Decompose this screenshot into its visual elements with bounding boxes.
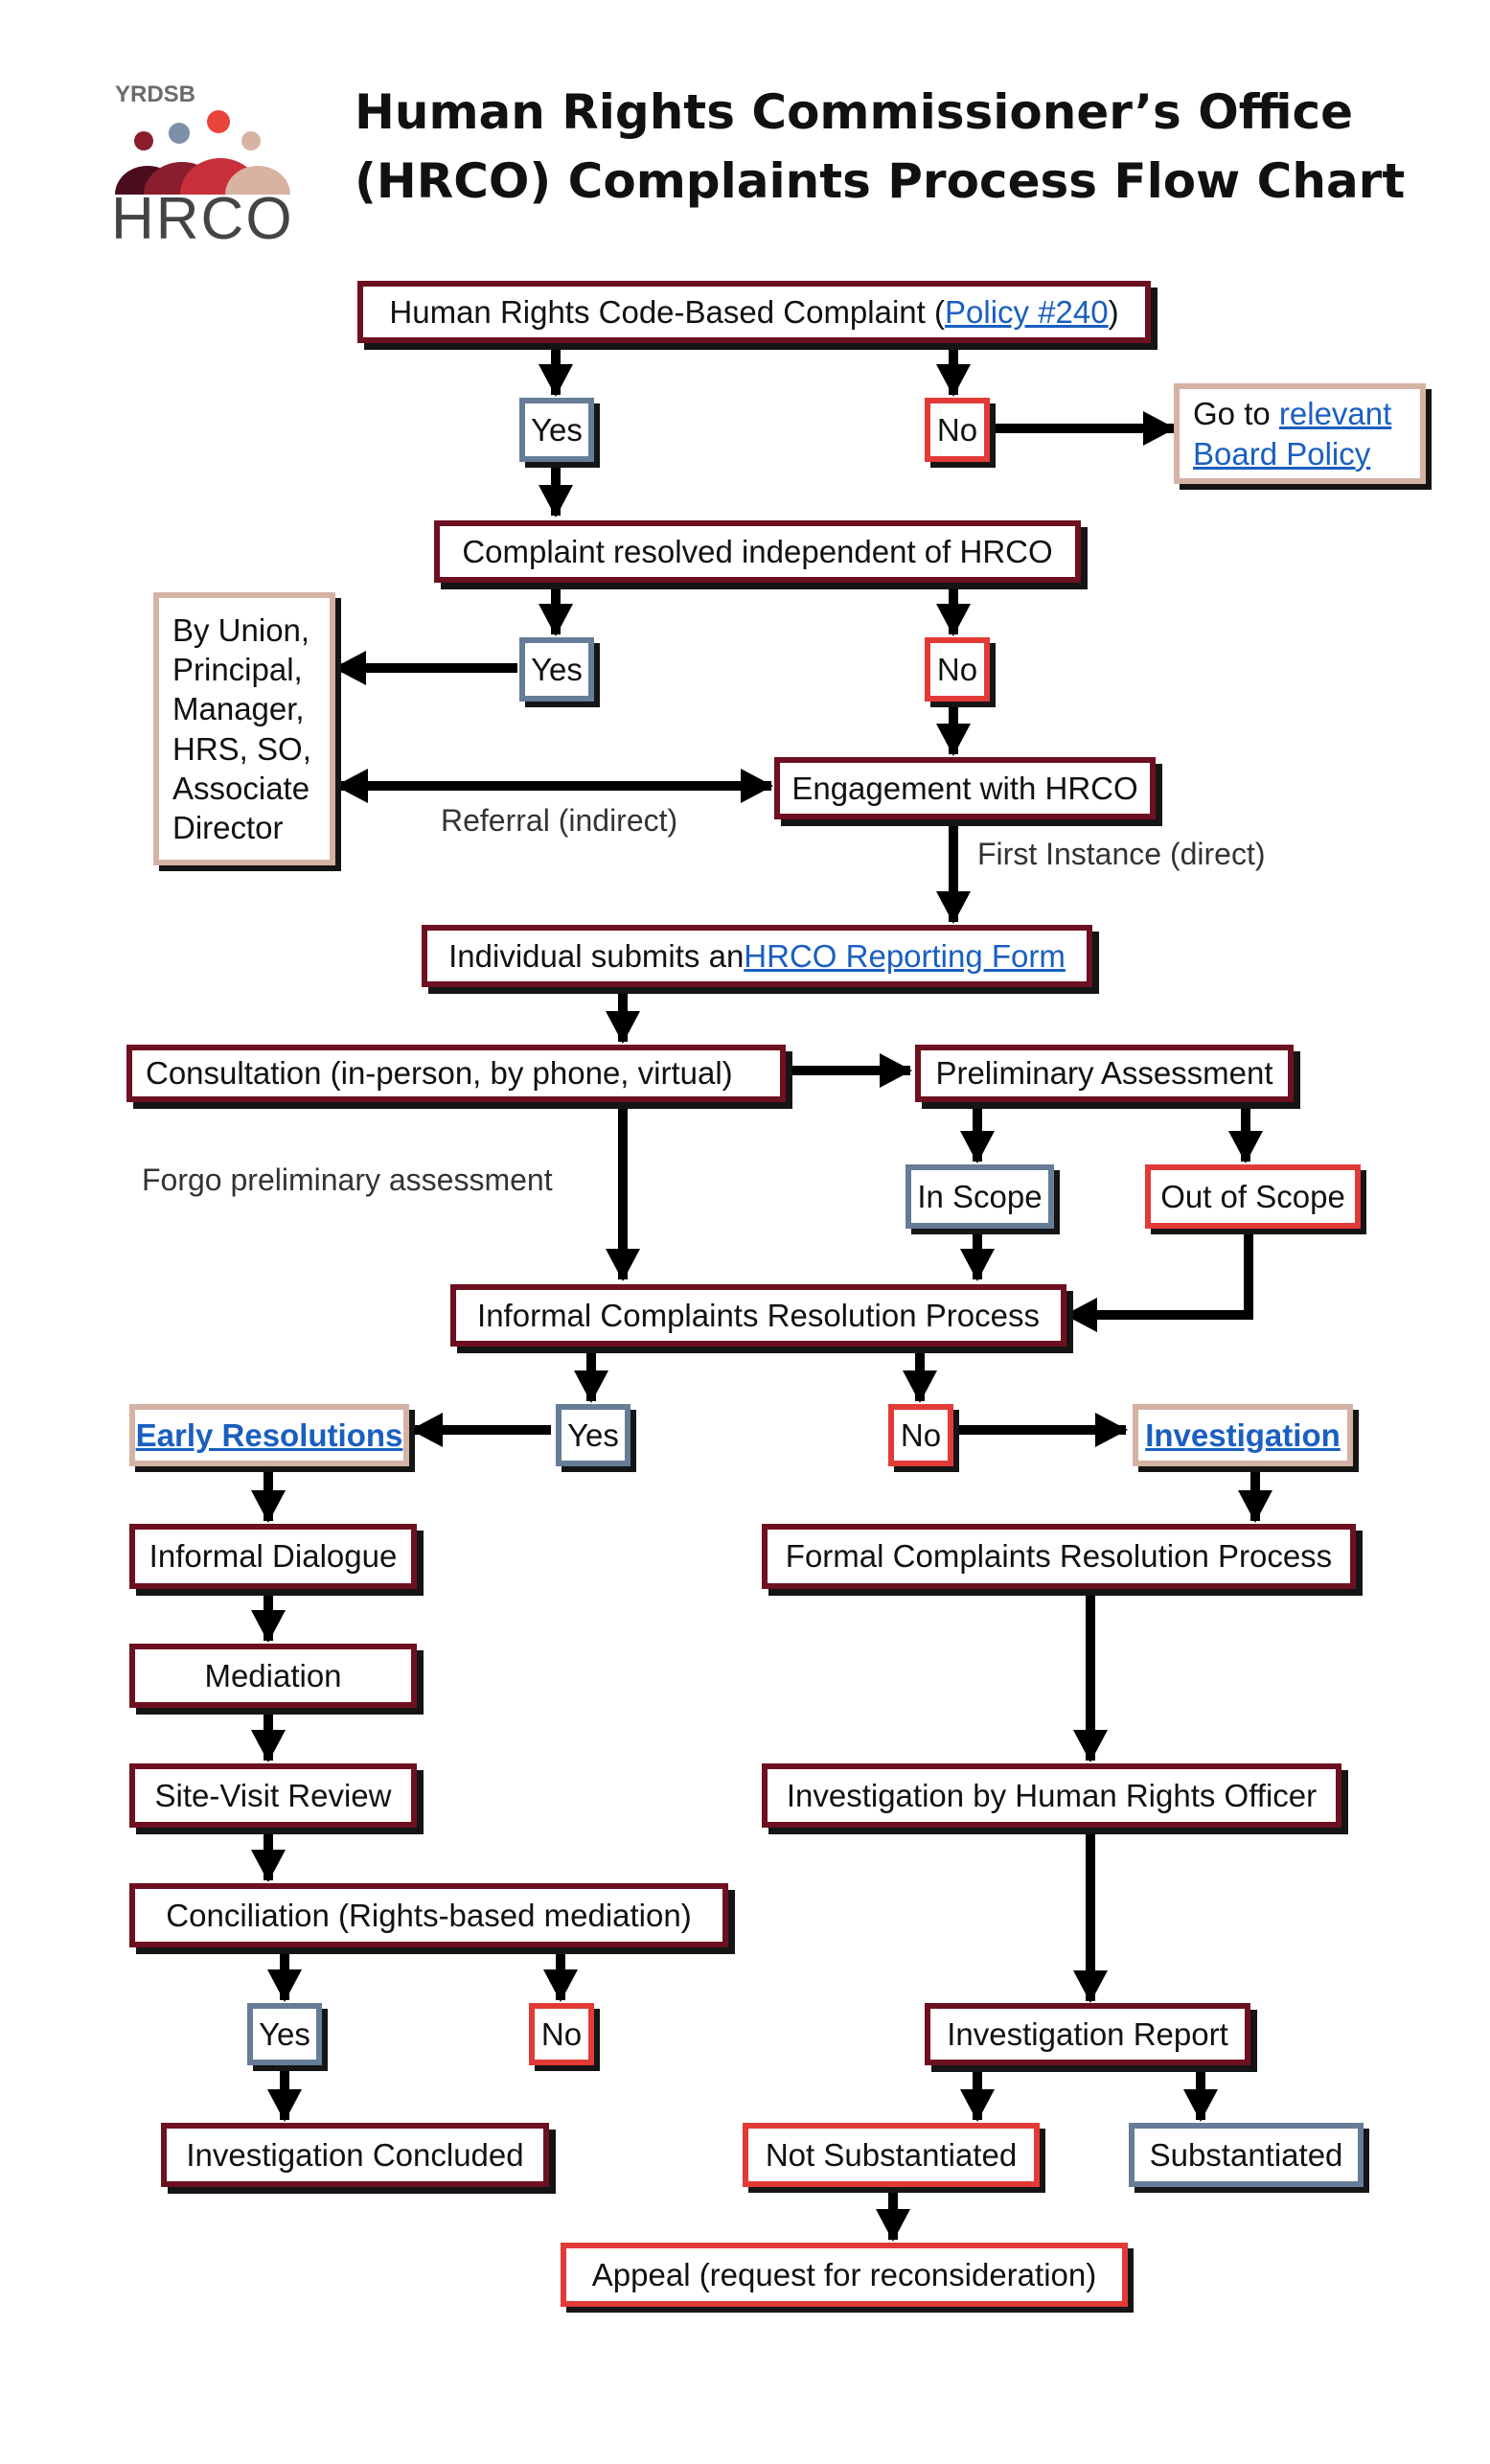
yes-node-1: Yes bbox=[519, 398, 594, 462]
by-union-line2: Principal, bbox=[172, 652, 303, 687]
no-node-1: No bbox=[925, 398, 990, 462]
appeal-node: Appeal (request for reconsideration) bbox=[561, 2243, 1128, 2307]
by-union-line4: HRS, SO, bbox=[172, 730, 311, 767]
engagement-box: Engagement with HRCO bbox=[774, 757, 1156, 819]
not-substantiated-node: Not Substantiated bbox=[743, 2123, 1040, 2187]
forgo-label: Forgo preliminary assessment bbox=[142, 1163, 553, 1197]
no-node-2: No bbox=[925, 637, 990, 702]
hrco-reporting-form-link[interactable]: HRCO Reporting Form bbox=[744, 937, 1066, 974]
conciliation-box: Conciliation (Rights-based mediation) bbox=[129, 1883, 728, 1947]
investigation-report-box: Investigation Report bbox=[925, 2003, 1250, 2065]
early-resolutions-box: Early Resolutions bbox=[129, 1404, 409, 1466]
investigation-concluded-box: Investigation Concluded bbox=[161, 2123, 549, 2187]
resolved-independent-box: Complaint resolved independent of HRCO bbox=[434, 520, 1081, 583]
go-to-policy-box: Go to relevant Board Policy bbox=[1174, 383, 1426, 484]
complaint-box: Human Rights Code-Based Complaint (Polic… bbox=[357, 281, 1151, 343]
in-scope-node: In Scope bbox=[905, 1164, 1054, 1229]
page-title-line1: Human Rights Commissioner’s Office bbox=[355, 84, 1354, 140]
early-resolutions-link[interactable]: Early Resolutions bbox=[135, 1416, 403, 1453]
yes-node-4: Yes bbox=[247, 2003, 322, 2065]
by-union-line5: Associate bbox=[172, 770, 310, 806]
logo-name-text: HRCO bbox=[111, 186, 294, 252]
out-of-scope-node: Out of Scope bbox=[1145, 1164, 1361, 1229]
informal-process-box: Informal Complaints Resolution Process bbox=[450, 1284, 1066, 1347]
investigation-link[interactable]: Investigation bbox=[1145, 1416, 1341, 1453]
preliminary-assessment-box: Preliminary Assessment bbox=[915, 1045, 1294, 1102]
submit-text: Individual submits an bbox=[448, 937, 745, 974]
hrco-logo: YRDSB HRCO bbox=[105, 81, 297, 252]
by-union-line6: Director bbox=[172, 810, 284, 845]
no-node-3: No bbox=[888, 1404, 953, 1466]
complaint-text: Human Rights Code-Based Complaint ( bbox=[389, 293, 945, 330]
site-visit-box: Site-Visit Review bbox=[129, 1763, 417, 1828]
referral-label: Referral (indirect) bbox=[441, 803, 678, 838]
consultation-box: Consultation (in-person, by phone, virtu… bbox=[126, 1045, 786, 1102]
relevant-link[interactable]: relevant bbox=[1278, 396, 1392, 432]
by-union-box: By Union, Principal, Manager, HRS, SO, A… bbox=[153, 592, 335, 865]
logo-people-icon bbox=[115, 110, 290, 195]
yes-node-2: Yes bbox=[519, 637, 594, 702]
board-policy-link[interactable]: Board Policy bbox=[1193, 435, 1371, 472]
investigation-officer-box: Investigation by Human Rights Officer bbox=[762, 1763, 1341, 1828]
first-instance-label: First Instance (direct) bbox=[977, 837, 1266, 871]
logo-org-text: YRDSB bbox=[115, 81, 196, 107]
by-union-line1: By Union, bbox=[172, 611, 310, 648]
go-to-text: Go to bbox=[1193, 396, 1279, 432]
go-to-line1: Go to relevant bbox=[1193, 394, 1391, 433]
page-title-line2: (HRCO) Complaints Process Flow Chart bbox=[355, 153, 1406, 209]
formal-process-box: Formal Complaints Resolution Process bbox=[762, 1524, 1356, 1589]
policy-240-link[interactable]: Policy #240 bbox=[945, 293, 1109, 330]
yes-node-3: Yes bbox=[556, 1404, 630, 1466]
complaint-suffix: ) bbox=[1108, 293, 1119, 330]
mediation-box: Mediation bbox=[129, 1644, 417, 1708]
submit-form-box: Individual submits an HRCO Reporting For… bbox=[422, 925, 1092, 987]
investigation-box: Investigation bbox=[1133, 1404, 1353, 1466]
no-node-4: No bbox=[529, 2003, 594, 2065]
informal-dialogue-box: Informal Dialogue bbox=[129, 1524, 417, 1589]
by-union-line3: Manager, bbox=[172, 691, 305, 727]
substantiated-node: Substantiated bbox=[1129, 2123, 1364, 2187]
